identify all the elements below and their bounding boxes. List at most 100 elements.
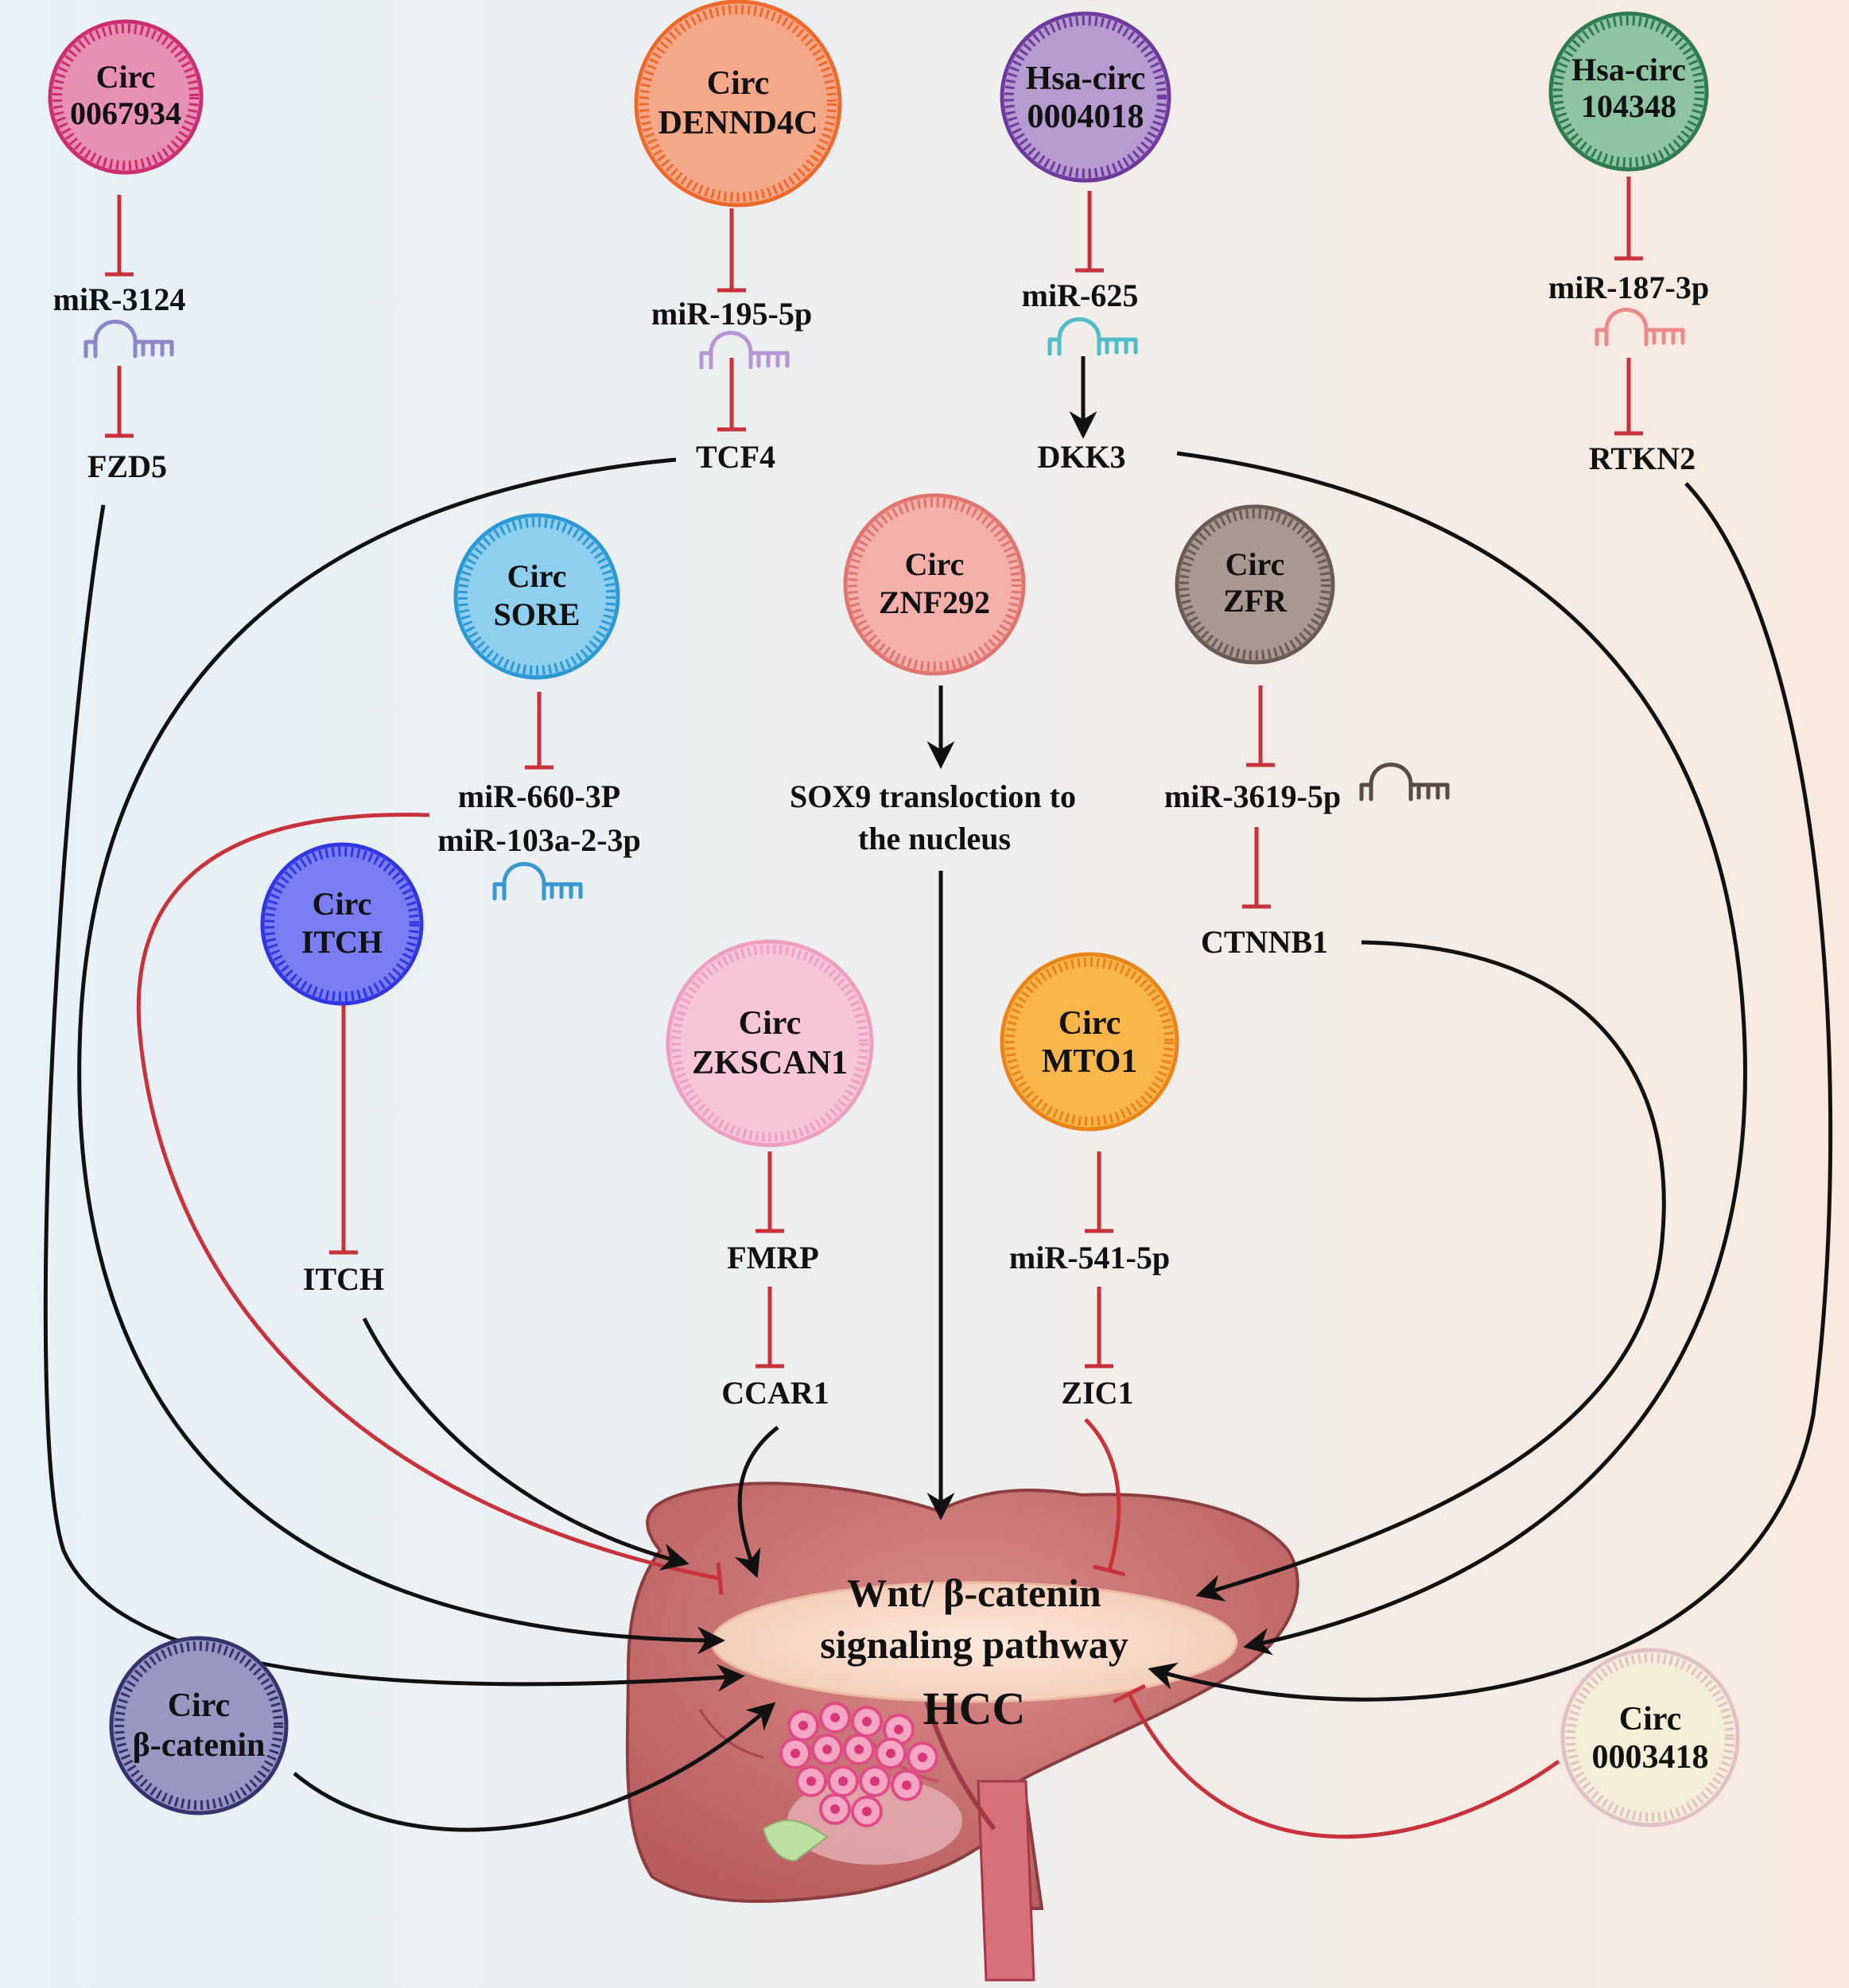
circ-bcatenin-line2: β-catenin: [133, 1727, 266, 1764]
edge-c0067934-mir3124: [105, 195, 134, 277]
circ-104348-line1: Hsa-circ: [1571, 52, 1686, 87]
mirna-icons: [84, 308, 1685, 901]
circ-dennd4c-line2: DENND4C: [658, 105, 818, 142]
edge-zic1-pathway: [1084, 1418, 1126, 1577]
circ-zkscan1-line2: ZKSCAN1: [692, 1045, 848, 1081]
mir187-label: miR-187-3p: [1548, 270, 1709, 305]
tumor-cell-nucleus: [822, 1745, 832, 1754]
tumor-cell-nucleus: [806, 1776, 816, 1786]
tumor-cell-nucleus: [830, 1804, 840, 1814]
circ-0004018-line1: Hsa-circ: [1026, 60, 1146, 97]
circ-sore-line2: SORE: [494, 596, 581, 632]
node-labels: miR-3124 FZD5 miR-195-5p TCF4 miR-625 DK…: [53, 270, 1709, 1411]
ccar1-label: CCAR1: [721, 1375, 829, 1411]
mirna-hairpin-icon: [1595, 308, 1685, 347]
edge-mir3619-ctnnb1: [1242, 827, 1271, 909]
edge-itch-itch: [329, 1004, 358, 1255]
circ-itch-node: Circ ITCH: [260, 842, 424, 1006]
tumor-cell-nucleus: [886, 1749, 895, 1758]
pathway-label-line2: signaling pathway: [820, 1622, 1128, 1667]
ctnnb1-label: CTNNB1: [1201, 924, 1328, 960]
edge-sore-mir660: [525, 692, 554, 770]
edge-c0003418-pathway: [1112, 1683, 1560, 1839]
mir3619-label: miR-3619-5p: [1164, 779, 1341, 814]
circ-mto1-line2: MTO1: [1042, 1043, 1138, 1080]
sox9-label-line2: the nucleus: [858, 821, 1011, 856]
edge-zfr-mir3619: [1246, 685, 1275, 767]
edge-mir541-zic1: [1085, 1287, 1113, 1369]
circ-znf292-line1: Circ: [905, 546, 965, 582]
edge-ctnnb1-pathway: [1195, 940, 1666, 1602]
tumor-cells: [779, 1702, 938, 1827]
mir3124-label: miR-3124: [53, 282, 186, 317]
edge-zkscan1-fmrp: [756, 1151, 784, 1233]
edge-ccar1-pathway: [734, 1426, 779, 1578]
activation-edges: [43, 356, 1833, 1832]
circ-itch-line1: Circ: [313, 886, 372, 922]
circ-0067934-line2: 0067934: [70, 95, 181, 131]
circ-zfr-line1: Circ: [1226, 546, 1285, 582]
tumor-cell-nucleus: [854, 1745, 864, 1754]
tumor-cell-nucleus: [790, 1749, 800, 1758]
mir541-label: miR-541-5p: [1009, 1240, 1170, 1276]
circ-zkscan1-line1: Circ: [739, 1005, 802, 1042]
mirna-hairpin-icon: [699, 331, 790, 370]
circ-0067934-line1: Circ: [96, 59, 156, 95]
edge-dennd4c-mir195: [717, 208, 746, 293]
tumor-cell-nucleus: [902, 1780, 911, 1790]
circ-dennd4c-line1: Circ: [707, 65, 770, 102]
circ-itch-line2: ITCH: [301, 924, 383, 960]
circ-mto1-line1: Circ: [1059, 1005, 1121, 1042]
itch-protein-label: ITCH: [303, 1261, 384, 1297]
gallbladder: [762, 1819, 829, 1862]
tumor-cell-nucleus: [894, 1725, 903, 1734]
edge-mir3124-fzd5: [105, 366, 134, 438]
circ-mto1-node: Circ MTO1: [1000, 952, 1179, 1132]
pathway-label-line1: Wnt/ β-catenin: [847, 1571, 1101, 1615]
edge-bcatenin-pathway: [293, 1702, 776, 1832]
circ-0004018-node: Hsa-circ 0004018: [1000, 11, 1171, 183]
edge-mir660-pathway: [136, 813, 724, 1595]
mirna-hairpin-icon: [84, 320, 174, 359]
edge-mto1-mir541: [1085, 1151, 1113, 1233]
hcc-label: HCC: [923, 1683, 1026, 1734]
circ-104348-node: Hsa-circ 104348: [1548, 11, 1709, 172]
circ-bcatenin-line1: Circ: [168, 1687, 231, 1724]
circ-znf292-line2: ZNF292: [879, 584, 990, 620]
tumor-cell-nucleus: [862, 1717, 872, 1726]
edge-c104348-mir187: [1614, 177, 1643, 261]
circ-0003418-line2: 0003418: [1592, 1739, 1709, 1776]
edge-fzd5-pathway: [43, 504, 745, 1692]
circ-zfr-line2: ZFR: [1223, 583, 1288, 619]
circrna-nodes: Circ 0067934 Circ DENND4C Hsa-circ 00040…: [48, 0, 1740, 1827]
mir625-label: miR-625: [1022, 278, 1139, 313]
edge-dkk3-pathway: [1176, 451, 1747, 1656]
edge-fmrp-ccar1: [756, 1287, 784, 1369]
circ-0003418-node: Circ 0003418: [1560, 1648, 1740, 1827]
edge-mir187-rtkn2: [1614, 358, 1643, 436]
tcf4-label: TCF4: [696, 439, 775, 475]
fzd5-label: FZD5: [87, 448, 167, 484]
mir103-label: miR-103a-2-3p: [437, 822, 641, 858]
edge-tcf4-pathway: [77, 457, 725, 1655]
mirna-hairpin-icon: [1359, 763, 1450, 802]
mirna-hairpin-icon: [1047, 317, 1138, 356]
edge-mir195-tcf4: [717, 358, 746, 432]
circ-sore-line1: Circ: [507, 558, 567, 594]
dkk3-label: DKK3: [1037, 439, 1125, 475]
edge-rtkn2-pathway: [1148, 482, 1833, 1702]
circ-104348-line2: 104348: [1581, 88, 1676, 124]
tumor-cell-nucleus: [798, 1721, 808, 1730]
edge-c0004018-mir625: [1075, 191, 1104, 273]
circ-znf292-node: Circ ZNF292: [843, 493, 1026, 676]
mir660-label: miR-660-3P: [458, 779, 620, 814]
tumor-cell-nucleus: [870, 1776, 880, 1786]
vessel: [977, 1780, 1035, 1982]
zic1-label: ZIC1: [1061, 1375, 1133, 1411]
mir195-label: miR-195-5p: [651, 296, 812, 332]
tumor-cell-nucleus: [838, 1776, 848, 1786]
circ-bcatenin-node: Circ β-catenin: [109, 1636, 289, 1815]
edge-itch-protein-pathway: [362, 1317, 689, 1571]
